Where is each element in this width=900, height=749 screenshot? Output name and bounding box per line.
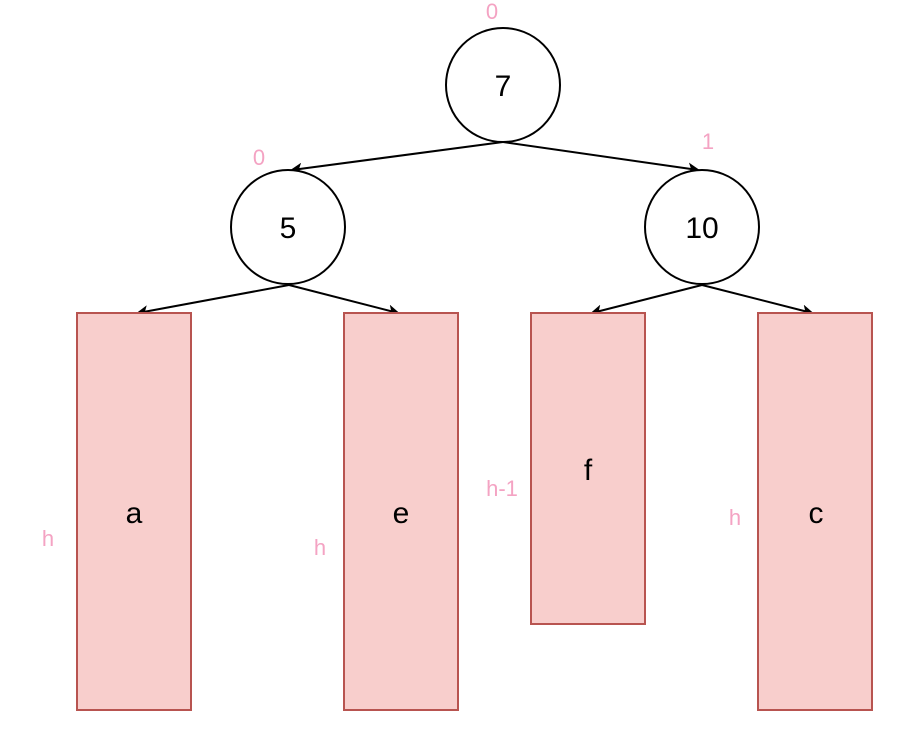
subtree-e-label: e — [393, 497, 410, 530]
edge-10-to-f — [590, 284, 703, 317]
subtree-a-box — [76, 312, 192, 711]
edge-5-to-a — [136, 284, 290, 318]
subtree-f-label: f — [584, 454, 593, 487]
edge-7-to-10 — [502, 141, 700, 175]
node-left-circle — [230, 169, 346, 285]
node-right-circle — [644, 169, 760, 285]
node-right: 10 1 — [644, 129, 760, 285]
node-root: 7 0 — [445, 0, 561, 143]
node-right-balance: 1 — [702, 129, 714, 154]
node-left-balance: 0 — [253, 145, 265, 170]
node-left-label: 5 — [280, 212, 297, 245]
subtree-a: a h — [42, 312, 192, 711]
node-root-label: 7 — [495, 70, 512, 103]
subtree-c: c h — [729, 312, 873, 711]
subtree-c-height: h — [729, 505, 741, 530]
edge-5-to-e — [288, 284, 400, 317]
edges — [136, 141, 814, 318]
node-left: 5 0 — [230, 145, 346, 285]
subtree-f-height: h-1 — [486, 476, 518, 501]
subtree-a-label: a — [126, 497, 143, 530]
subtree-e-box — [343, 312, 459, 711]
subtree-f: f h-1 — [486, 312, 646, 625]
node-root-balance: 0 — [486, 0, 498, 24]
subtree-f-box — [530, 312, 646, 625]
subtree-c-label: c — [809, 497, 824, 530]
node-root-circle — [445, 27, 561, 143]
node-right-label: 10 — [685, 212, 718, 245]
subtree-e: e h — [314, 312, 459, 711]
edge-10-to-c — [701, 284, 814, 317]
subtree-c-box — [757, 312, 873, 711]
subtree-a-height: h — [42, 526, 54, 551]
edge-7-to-5 — [290, 141, 504, 175]
subtree-e-height: h — [314, 535, 326, 560]
